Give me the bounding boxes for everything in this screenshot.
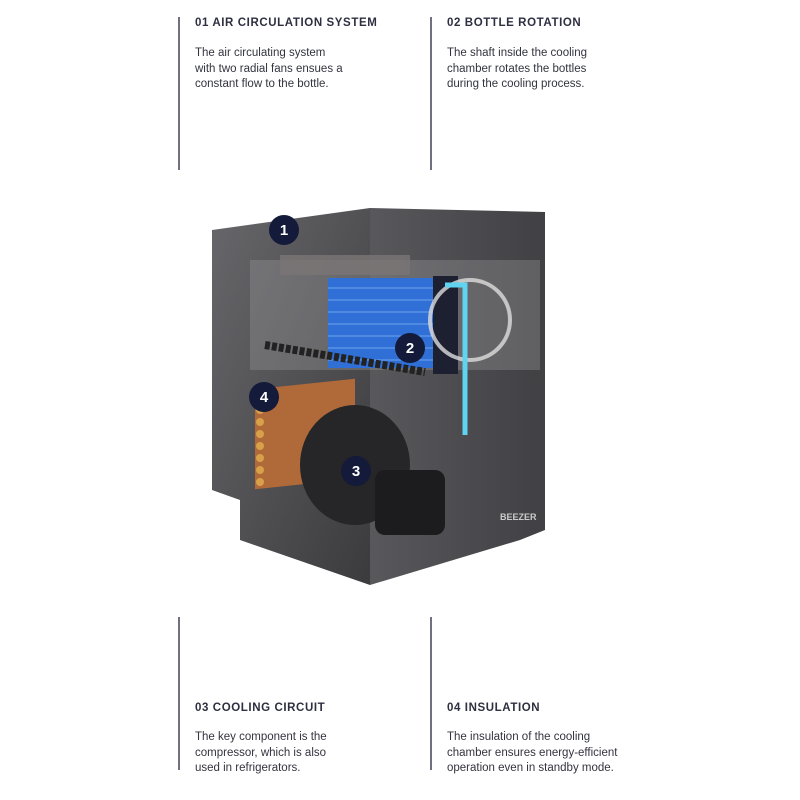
feature-title: 04 INSULATION xyxy=(447,702,541,714)
feature-bottle-rotation: 02 BOTTLE ROTATION The shaft inside the … xyxy=(430,17,668,170)
marker-2: 2 xyxy=(395,333,425,363)
feature-insulation: 04 INSULATION The insulation of the cool… xyxy=(430,617,668,774)
product-cutaway-image: BEEZER 1 2 3 4 xyxy=(200,200,560,590)
feature-title: 02 BOTTLE ROTATION xyxy=(447,17,582,29)
brand-logo: BEEZER xyxy=(500,512,537,522)
feature-cooling-circuit: 03 COOLING CIRCUIT The key component is … xyxy=(178,617,416,774)
marker-1: 1 xyxy=(269,215,299,245)
feature-title: 01 AIR CIRCULATION SYSTEM xyxy=(195,17,378,29)
feature-title: 03 COOLING CIRCUIT xyxy=(195,702,326,714)
marker-3: 3 xyxy=(341,456,371,486)
marker-4: 4 xyxy=(249,382,279,412)
feature-air-circulation: 01 AIR CIRCULATION SYSTEM The air circul… xyxy=(178,17,416,170)
